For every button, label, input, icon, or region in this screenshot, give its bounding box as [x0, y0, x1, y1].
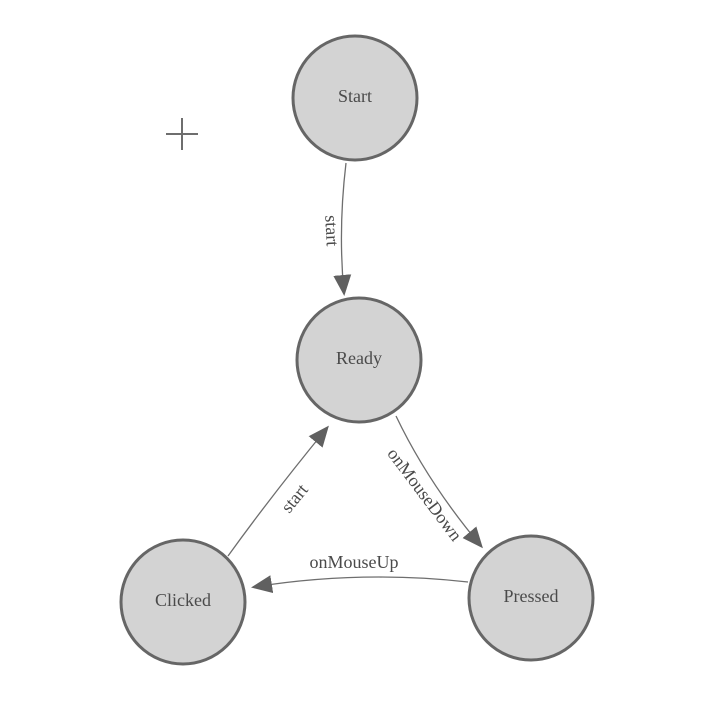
- state-circle-clicked[interactable]: [119, 538, 247, 666]
- state-label-ready: Ready: [336, 348, 382, 368]
- crosshair-cursor: [166, 118, 198, 150]
- transition-ready-to-pressed[interactable]: [395, 415, 483, 549]
- transition-label-start-to-ready: start: [321, 215, 343, 247]
- state-circle-start[interactable]: [291, 34, 419, 162]
- transition-pressed-to-clicked[interactable]: [251, 575, 469, 594]
- state-circle-pressed[interactable]: [467, 534, 595, 662]
- state-node-start[interactable]: Start: [291, 34, 419, 162]
- state-circle-ready[interactable]: [295, 296, 423, 424]
- state-label-clicked: Clicked: [155, 590, 211, 610]
- transition-clicked-to-ready[interactable]: [227, 425, 329, 557]
- state-node-ready[interactable]: Ready: [295, 296, 423, 424]
- transition-start-to-ready[interactable]: [333, 162, 352, 296]
- transition-label-clicked-to-ready: start: [277, 480, 312, 517]
- state-node-clicked[interactable]: Clicked: [119, 538, 247, 666]
- transition-label-ready-to-pressed: onMouseDown: [383, 444, 466, 545]
- state-label-start: Start: [338, 86, 372, 106]
- state-node-pressed[interactable]: Pressed: [467, 534, 595, 662]
- transition-label-pressed-to-clicked: onMouseUp: [310, 552, 399, 572]
- state-label-pressed: Pressed: [504, 586, 559, 606]
